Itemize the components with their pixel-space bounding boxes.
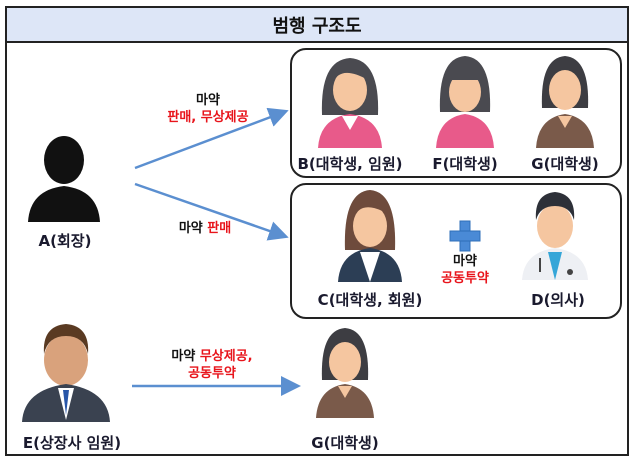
drug-text: 마약: [171, 349, 196, 364]
label-g-bottom: G(대학생): [311, 434, 379, 452]
edge-note-a-group1: 마약 판매, 무상제공: [167, 92, 248, 126]
label-d: D(의사): [531, 291, 585, 309]
label-g-top: G(대학생): [531, 155, 599, 173]
label-a: A(회장): [38, 232, 92, 250]
action-text: 판매, 무상제공: [167, 110, 249, 125]
label-b: B(대학생, 임원): [297, 155, 403, 173]
label-e: E(상장사 임원): [22, 434, 122, 452]
person-g-top-icon: [536, 56, 594, 148]
person-d-doctor-icon: [522, 192, 588, 280]
action-text: 공동투약: [441, 271, 489, 286]
action-text: 판매: [207, 221, 232, 236]
action-text: 무상제공,: [199, 349, 253, 364]
person-b-icon: [318, 58, 382, 148]
edge-note-a-group2: 마약 판매: [179, 220, 231, 237]
drug-text: 마약: [453, 254, 477, 269]
person-g-bottom-icon: [316, 328, 374, 418]
edge-note-e-g: 마약 무상제공, 공동투약: [171, 348, 252, 382]
arrow-a-to-group1: [134, 107, 289, 170]
drug-text: 마약: [196, 93, 220, 108]
person-e-businessman-icon: [22, 324, 110, 422]
person-f-icon: [436, 56, 494, 148]
label-c: C(대학생, 회원): [317, 291, 423, 309]
label-f: F(대학생): [432, 155, 498, 173]
group-box-1: [290, 48, 622, 178]
action-text: 공동투약: [188, 366, 236, 381]
arrow-a-to-group2: [134, 182, 289, 241]
group-box-2: [290, 183, 622, 319]
edge-note-c-d: 마약 공동투약: [441, 253, 489, 287]
person-c-icon: [338, 190, 402, 282]
plus-icon: [449, 220, 481, 252]
drug-text: 마약: [178, 221, 203, 236]
diagram-title: 범행 구조도: [7, 8, 627, 43]
diagram-frame: [5, 6, 629, 456]
person-a-silhouette-icon: [28, 136, 100, 222]
